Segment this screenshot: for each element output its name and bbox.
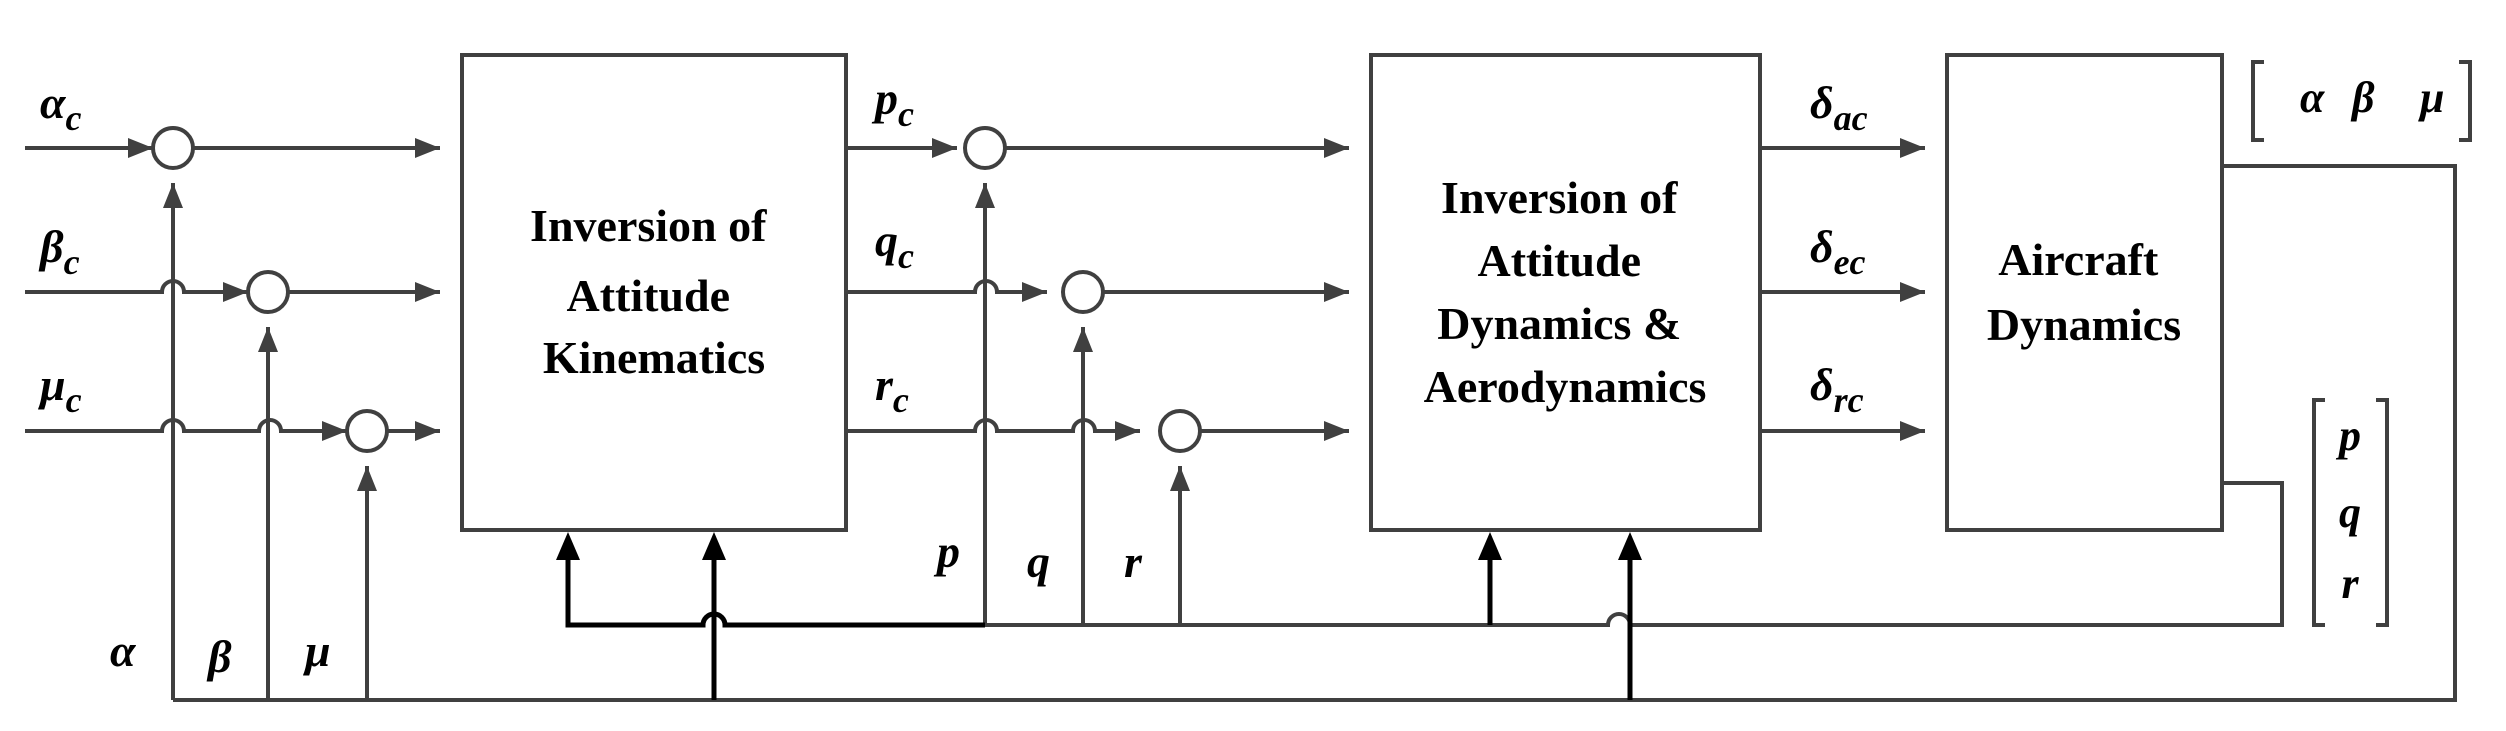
dynamics-label-line-3: Dynamics & <box>1437 298 1681 349</box>
sum-junction-p <box>963 126 1007 170</box>
label-p-c: pc <box>871 73 914 134</box>
aircraft-label-line-2: Dynamics <box>1987 299 2181 350</box>
label-q-c: qc <box>875 215 914 276</box>
arrowheads <box>128 138 1925 560</box>
label-p: p <box>933 526 960 577</box>
dynamics-label-line-1: Inversion of <box>1441 172 1678 223</box>
label-alpha: α <box>110 625 137 676</box>
label-mu-c: μc <box>38 359 82 420</box>
label-delta-ac: δac <box>1810 77 1868 138</box>
svg-text:Aircraft Dynamics: Aircraft Dynamics <box>1987 234 2181 350</box>
sum-junction-mu <box>345 409 389 453</box>
vector-q: q <box>2339 488 2361 537</box>
surface-command-labels: δac δec δrc <box>1810 77 1868 420</box>
svg-text:Inversion of Attitude: Inversion of Attitude Kinematics <box>530 200 778 383</box>
vector-p: p <box>2335 411 2361 460</box>
sum-junction-r <box>1158 409 1202 453</box>
sum-junction-beta <box>246 270 290 314</box>
rate-command-labels: pc qc rc <box>871 73 914 420</box>
kinematics-label-line-1: Inversion of <box>530 200 767 251</box>
dynamics-label-line-2: Attitude <box>1477 235 1641 286</box>
kinematics-label-line-2: Attitude <box>566 270 730 321</box>
bold-feedback-wires <box>565 560 1633 700</box>
dynamics-label-line-4: Aerodynamics <box>1424 361 1707 412</box>
label-q: q <box>1027 536 1050 587</box>
block-aircraft-dynamics: Aircraft Dynamics <box>1945 53 2224 532</box>
vector-alpha: α <box>2300 73 2325 122</box>
label-r-c: rc <box>875 359 909 420</box>
label-delta-ec: δec <box>1810 221 1866 282</box>
label-alpha-c: αc <box>40 77 81 138</box>
feedback-labels: p q r α β μ <box>110 526 1143 682</box>
label-mu: μ <box>303 625 331 676</box>
signal-wires <box>25 146 2457 702</box>
label-beta-c: βc <box>38 221 80 282</box>
label-r: r <box>1124 536 1143 587</box>
sum-junction-alpha <box>151 126 195 170</box>
vector-r: r <box>2341 559 2359 608</box>
block-kinematics: Inversion of Attitude Kinematics <box>460 53 848 532</box>
vector-beta: β <box>2350 73 2375 122</box>
label-delta-rc: δrc <box>1810 359 1864 420</box>
aircraft-label-line-1: Aircraft <box>1998 234 2159 285</box>
sum-junction-q <box>1061 270 1105 314</box>
kinematics-label-line-3: Kinematics <box>543 332 765 383</box>
label-beta: β <box>206 631 232 682</box>
block-dynamics-inversion: Inversion of Attitude Dynamics & Aerodyn… <box>1369 53 1762 532</box>
summing-junctions <box>151 126 1202 453</box>
vector-mu: μ <box>2418 73 2444 122</box>
rate-output-vector: p q r <box>2312 398 2389 627</box>
svg-text:Inversion of Attitude: Inversion of Attitude Dynamics & Aerodyn… <box>1424 172 1707 412</box>
input-labels: αc βc μc <box>38 77 82 420</box>
attitude-output-vector: α β μ <box>2251 60 2472 142</box>
